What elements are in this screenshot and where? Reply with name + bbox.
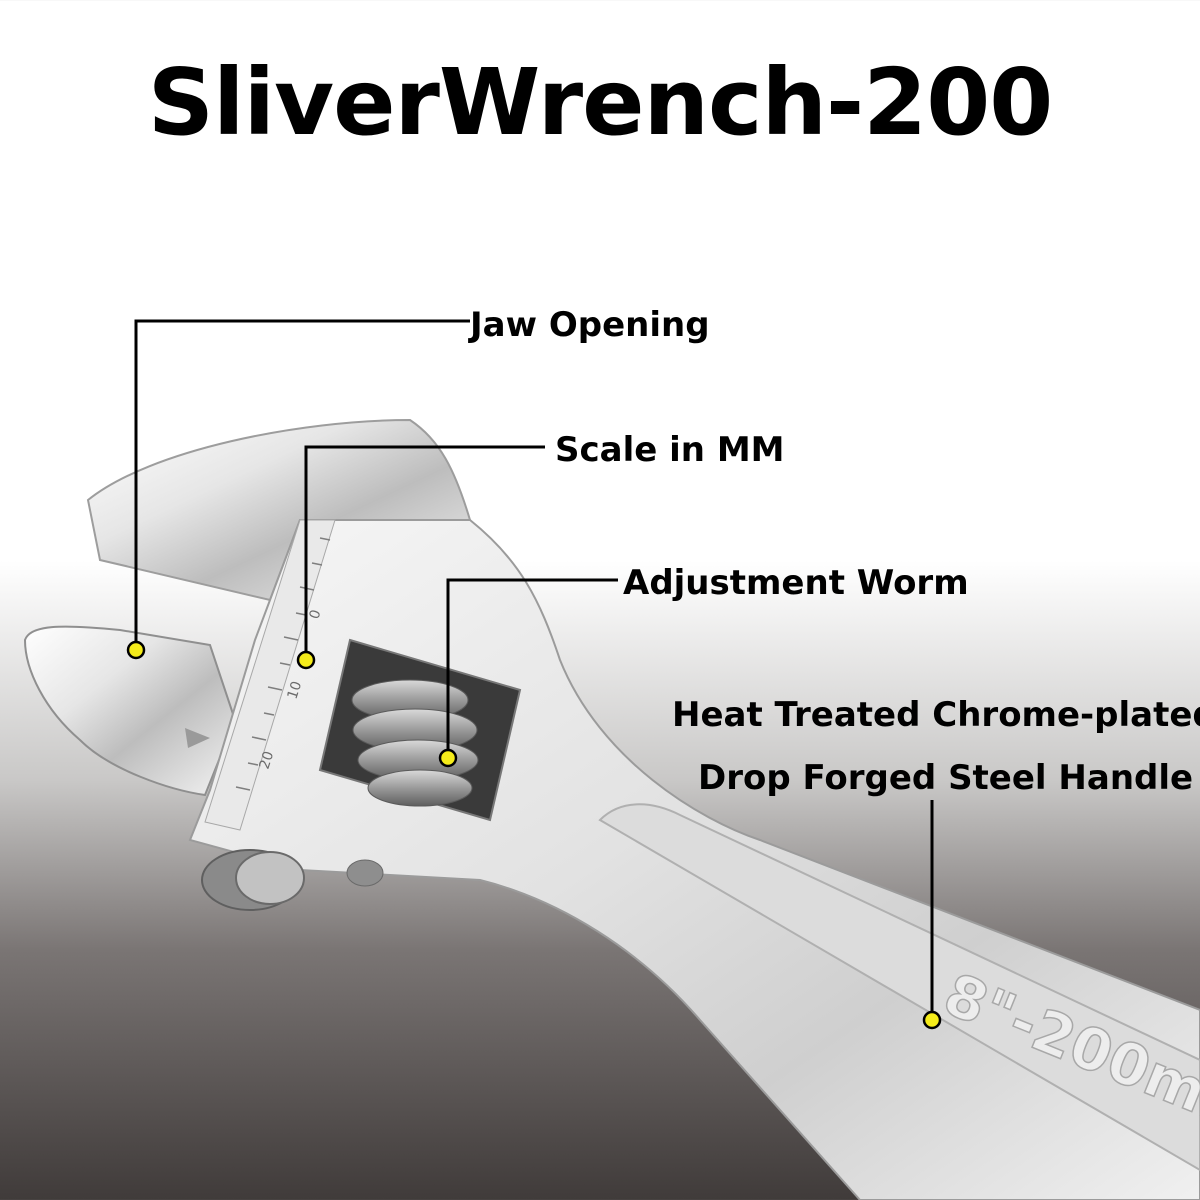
handle-recess bbox=[598, 803, 1200, 1172]
pivot-pin bbox=[201, 849, 384, 911]
fixed-jaw bbox=[86, 418, 472, 602]
scale-strip bbox=[204, 519, 336, 831]
callout-jaw-opening: Jaw Opening bbox=[470, 305, 710, 345]
jaw-opening-marker bbox=[126, 640, 146, 660]
jaw-arrow-mark bbox=[185, 728, 210, 748]
leader-lines bbox=[134, 319, 934, 1018]
callout-adjustment-worm: Adjustment Worm bbox=[623, 563, 969, 603]
callout-handle-line2: Drop Forged Steel Handle bbox=[698, 758, 1194, 798]
callout-handle-line1: Heat Treated Chrome-plated bbox=[672, 695, 1200, 735]
scale-label-twenty: 20 bbox=[257, 749, 278, 771]
worm-marker bbox=[438, 748, 458, 768]
callout-markers bbox=[126, 640, 942, 1030]
scale-label-ten: 10 bbox=[285, 679, 306, 701]
scale-marker bbox=[296, 650, 316, 670]
movable-jaw bbox=[23, 625, 237, 797]
callout-scale-in-mm: Scale in MM bbox=[555, 430, 785, 470]
page-title: SliverWrench-200 bbox=[147, 49, 1053, 156]
scale-ticks bbox=[235, 537, 331, 791]
adjustment-worm bbox=[351, 679, 479, 807]
handle-marker bbox=[922, 1010, 942, 1030]
